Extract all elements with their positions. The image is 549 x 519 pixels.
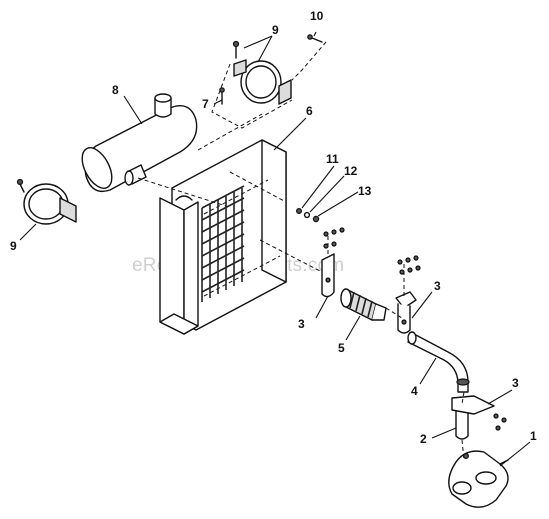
callout-4: 4 [411,384,418,398]
callout-10: 10 [310,9,324,23]
heat-shield [159,139,287,335]
callout-9-top: 9 [272,23,279,37]
callout-7: 7 [202,97,209,111]
left-clamp [16,178,77,225]
bolt-7 [219,87,225,105]
bracket-3b [395,255,421,334]
callout-2: 2 [420,432,427,446]
mesh-screen [201,185,245,302]
flex-coupling-5 [340,288,387,321]
washers-11-12-13 [296,208,320,223]
muffler [81,93,198,193]
callout-5: 5 [338,341,345,355]
callout-8: 8 [112,83,119,97]
callout-6: 6 [306,104,313,118]
callout-3-mid: 3 [434,279,441,293]
callout-13: 13 [358,184,372,198]
callout-9-left: 9 [10,239,17,253]
assembly-lines [137,41,465,461]
callout-3-lower: 3 [512,376,519,390]
leader-lines [19,31,531,467]
upper-clamp [232,40,292,105]
callout-3-left: 3 [298,317,305,331]
callout-1: 1 [530,429,537,443]
bracket-3a [321,227,345,298]
exhaust-elbow-4 [407,331,470,393]
callout-11: 11 [326,152,339,166]
bolt-10 [307,34,323,43]
callout-12: 12 [344,164,358,178]
exhaust-manifold-1 [448,450,509,508]
